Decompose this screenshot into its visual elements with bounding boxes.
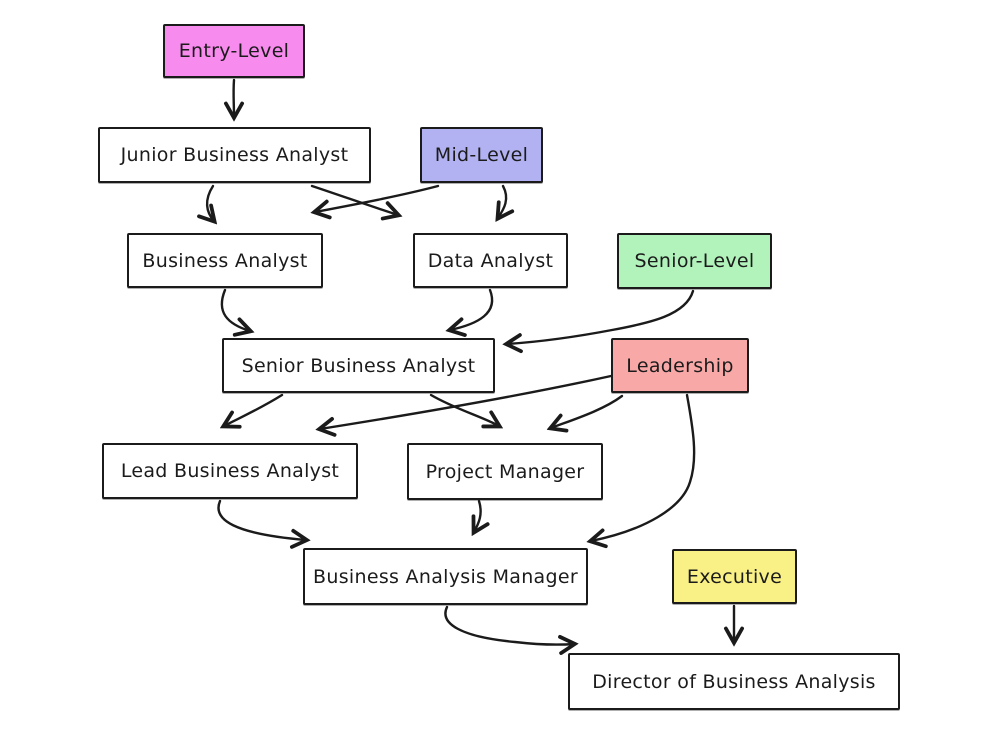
edge-project-manager-to-business-analysis-manager (474, 499, 481, 532)
node-senior-business-analyst[interactable]: Senior Business Analyst (222, 338, 495, 393)
node-entry-level-label: Entry-Level (178, 40, 290, 62)
edge-business-analysis-manager-to-director (444, 605, 574, 645)
edge-lead-business-analyst-to-business-analysis-manager (217, 499, 306, 540)
node-project-manager-label: Project Manager (425, 460, 585, 483)
node-executive-label: Executive (686, 565, 783, 588)
node-project-manager[interactable]: Project Manager (407, 443, 603, 500)
edge-junior-business-analyst-to-business-analyst (207, 184, 214, 221)
node-leadership[interactable]: Leadership (611, 338, 749, 393)
node-director-of-business-analysis[interactable]: Director of Business Analysis (568, 653, 900, 710)
node-data-analyst[interactable]: Data Analyst (413, 233, 568, 288)
node-mid-level-label: Mid-Level (434, 144, 529, 166)
edge-senior-level-to-senior-business-analyst (507, 289, 695, 344)
node-business-analyst-label: Business Analyst (142, 249, 308, 272)
edge-junior-business-analyst-to-data-analyst (310, 184, 398, 215)
node-director-of-business-analysis-label: Director of Business Analysis (592, 670, 876, 693)
edge-data-analyst-to-senior-business-analyst (450, 288, 494, 330)
node-data-analyst-label: Data Analyst (427, 249, 554, 272)
node-entry-level[interactable]: Entry-Level (163, 24, 305, 78)
node-junior-business-analyst-label: Junior Business Analyst (120, 144, 349, 166)
node-leadership-label: Leadership (626, 354, 734, 377)
node-senior-level[interactable]: Senior-Level (617, 233, 772, 289)
edge-senior-business-analyst-to-project-manager (429, 393, 499, 426)
node-junior-business-analyst[interactable]: Junior Business Analyst (98, 127, 371, 183)
node-business-analyst[interactable]: Business Analyst (127, 233, 323, 288)
node-lead-business-analyst[interactable]: Lead Business Analyst (102, 443, 358, 499)
edge-leadership-to-business-analysis-manager (591, 393, 696, 541)
node-executive[interactable]: Executive (672, 549, 797, 604)
node-lead-business-analyst-label: Lead Business Analyst (120, 460, 340, 482)
edge-senior-business-analyst-to-lead-business-analyst (224, 393, 284, 426)
edge-mid-level-to-data-analyst (498, 184, 506, 218)
node-senior-business-analyst-label: Senior Business Analyst (241, 354, 476, 377)
node-business-analysis-manager[interactable]: Business Analysis Manager (303, 548, 588, 605)
edge-leadership-to-project-manager (551, 394, 624, 428)
node-business-analysis-manager-label: Business Analysis Manager (313, 565, 578, 588)
edge-mid-level-to-business-analyst (315, 184, 440, 212)
edge-business-analyst-to-senior-business-analyst (220, 288, 250, 331)
node-senior-level-label: Senior-Level (634, 250, 755, 272)
node-mid-level[interactable]: Mid-Level (420, 127, 543, 183)
